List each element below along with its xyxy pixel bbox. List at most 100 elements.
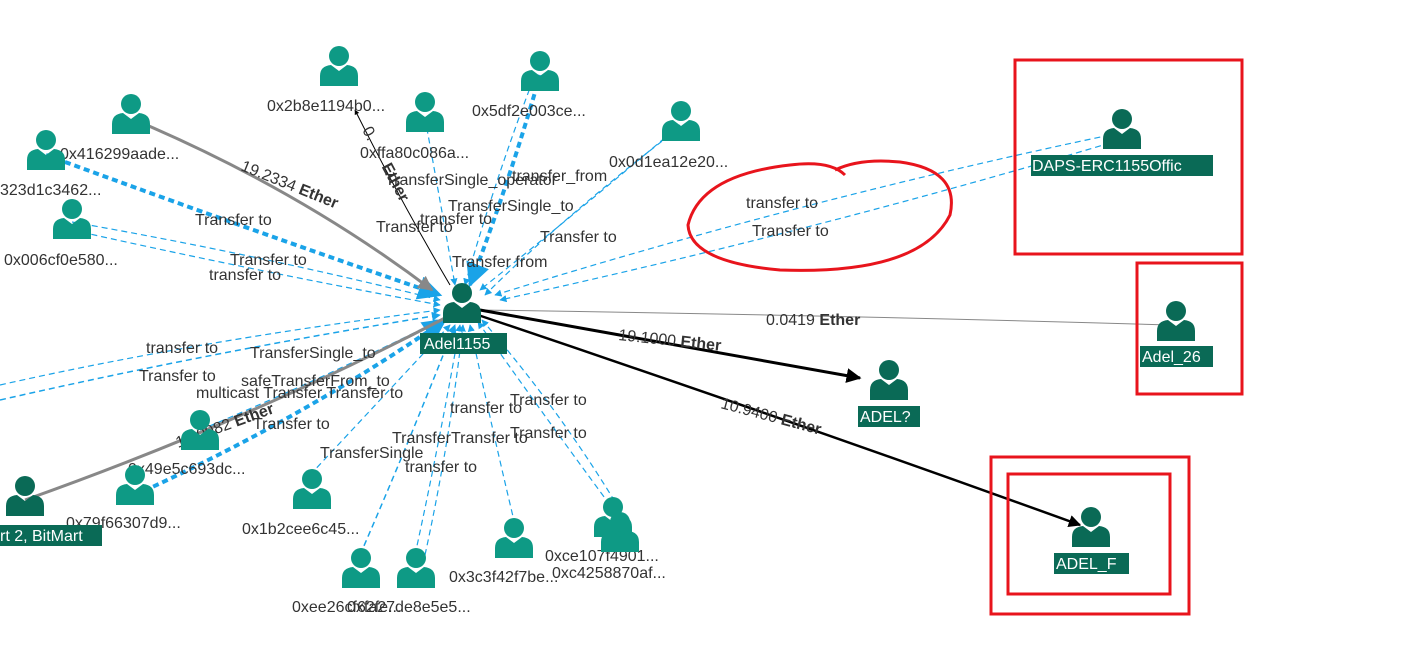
svg-text:ADEL?: ADEL? — [860, 409, 911, 426]
svg-text:0xce107f4901...: 0xce107f4901... — [545, 548, 659, 565]
highlight-box-adelf-outer — [989, 455, 1191, 616]
edge-n14-center — [477, 321, 611, 506]
nodes: 0x416299aade... 323d1c3462... 0x006cf0e5… — [0, 46, 728, 616]
person-icon — [293, 469, 331, 509]
edge-daps-center — [494, 134, 1111, 297]
node-center[interactable]: Adel1155 — [420, 283, 507, 354]
node-n14[interactable]: 0xce107f4901... — [545, 497, 659, 565]
edge-label-e5: transfer to — [209, 267, 281, 284]
edge-center-n4 — [354, 109, 451, 286]
node-daps[interactable]: DAPS-ERC1155Offic — [1031, 109, 1213, 176]
edge-label-e29: Transfer to — [510, 392, 587, 409]
node-adel26[interactable]: Adel_26 — [1140, 301, 1213, 367]
edge-label-e24: Transfer to — [253, 416, 330, 433]
edge-label-e25: TransferSingle — [320, 445, 424, 462]
edge-label-e17: 10.9400 Ether — [719, 395, 823, 438]
person-icon — [53, 199, 91, 239]
person-icon — [443, 283, 481, 323]
person-icon — [1157, 301, 1195, 341]
node-n2[interactable]: 323d1c3462... — [0, 130, 101, 199]
svg-text:0xfa27de8e5e5...: 0xfa27de8e5e5... — [347, 599, 471, 616]
edge-label-e22: multicast Transfer Transfer to — [196, 385, 403, 402]
edge-label-e2: 0.Ether — [358, 124, 412, 205]
svg-text:0x0d1ea12e20...: 0x0d1ea12e20... — [609, 154, 728, 171]
edge-n1-ether — [134, 118, 434, 292]
edge-label-e9: transfer to — [420, 211, 492, 228]
highlight-box-daps — [1013, 58, 1244, 256]
node-n5[interactable]: 0xffa80c086a... — [360, 92, 469, 162]
edge-n3-center-b — [71, 229, 441, 308]
edge-n3-center — [71, 221, 441, 302]
highlight-ellipse — [686, 159, 953, 272]
edge-label-e13: transfer to — [746, 195, 818, 212]
svg-text:0x49e5c693dc...: 0x49e5c693dc... — [128, 461, 245, 478]
edges-ether — [24, 109, 1171, 528]
edge-label-e10: Transfer to — [376, 219, 453, 236]
center-label: Adel1155 — [424, 336, 491, 353]
edge-label-e21: safeTransferFrom_to — [241, 373, 390, 390]
svg-text:ADEL_F: ADEL_F — [1056, 556, 1117, 573]
node-n8[interactable]: 0x49e5c693dc... — [128, 410, 245, 478]
svg-text:0x5df2e003ce...: 0x5df2e003ce... — [472, 103, 586, 120]
person-icon — [342, 548, 380, 588]
person-icon — [870, 360, 908, 400]
edge-label-e7: transfer_from — [512, 168, 607, 185]
person-icon — [397, 548, 435, 588]
svg-text:Adel_26: Adel_26 — [1142, 349, 1201, 366]
svg-text:0x006cf0e580...: 0x006cf0e580... — [4, 252, 118, 269]
node-n6[interactable]: 0x5df2e003ce... — [472, 51, 586, 120]
red-highlights — [686, 58, 1244, 616]
node-n15[interactable]: 0xc4258870af... — [552, 512, 666, 582]
edge-n7-center-b — [484, 134, 671, 296]
svg-text:0x2b8e1194b0...: 0x2b8e1194b0... — [267, 98, 385, 115]
edge-label-e28: transfer to — [405, 459, 477, 476]
person-icon — [495, 518, 533, 558]
svg-text:0xee26cf62fe...: 0xee26cf62fe... — [292, 599, 401, 616]
person-icon — [112, 94, 150, 134]
edge-label-e26: TransferTransfer to — [392, 430, 528, 447]
person-icon — [320, 46, 358, 86]
edge-center-adel26 — [479, 309, 1171, 326]
edge-center-adelq — [479, 308, 862, 383]
svg-text:0x3c3f42f7be...: 0x3c3f42f7be... — [449, 569, 558, 586]
edge-n1-center — [45, 153, 443, 300]
edge-label-e12: Transfer to — [540, 229, 617, 246]
edge-bitmart-center — [24, 316, 446, 502]
node-n3[interactable]: 0x006cf0e580... — [4, 199, 118, 269]
node-n12[interactable]: 0xfa27de8e5e5... — [347, 548, 471, 616]
node-n13[interactable]: 0x3c3f42f7be... — [449, 518, 558, 586]
node-n10[interactable]: 0x1b2cee6c45... — [242, 469, 359, 538]
svg-text:rt 2, BitMart: rt 2, BitMart — [0, 528, 83, 545]
svg-text:0x416299aade...: 0x416299aade... — [60, 146, 179, 163]
edge-n6-center — [466, 74, 542, 288]
node-n1[interactable]: 0x416299aade... — [60, 94, 179, 163]
highlight-box-adel26 — [1135, 261, 1244, 396]
person-icon — [662, 101, 700, 141]
edge-label-e18: transfer to — [146, 340, 218, 357]
edge-left-center — [0, 311, 441, 401]
node-bitmart[interactable]: rt 2, BitMart — [0, 476, 102, 546]
edge-n5-center — [424, 117, 458, 286]
node-n11[interactable]: 0xee26cf62fe... — [292, 548, 401, 616]
highlight-box-adelf-inner — [1006, 472, 1172, 596]
edge-label-e16: 19.1000 Ether — [618, 327, 722, 355]
person-icon — [1103, 109, 1141, 149]
edge-label-e11: Transfer from — [452, 254, 547, 271]
svg-text:0x1b2cee6c45...: 0x1b2cee6c45... — [242, 521, 359, 538]
edge-label-e19: Transfer to — [139, 368, 216, 385]
tagged-nodes: Adel1155 rt 2, BitMart DAPS-ERC1155Offic… — [0, 109, 1213, 574]
node-n7[interactable]: 0x0d1ea12e20... — [609, 101, 728, 171]
person-icon — [1072, 507, 1110, 547]
edge-n13-center — [467, 324, 516, 526]
edge-label-e3: Transfer to — [195, 212, 272, 229]
edge-label-e4: Transfer to — [230, 252, 307, 269]
edge-label-e20: TransferSingle_to — [250, 345, 376, 362]
edge-label-e27: transfer to — [450, 400, 522, 417]
node-adelf[interactable]: ADEL_F — [1054, 507, 1129, 574]
edge-n7-center — [479, 124, 681, 291]
edge-left-center-b — [0, 307, 441, 386]
node-adelq[interactable]: ADEL? — [858, 360, 920, 427]
svg-text:0xc4258870af...: 0xc4258870af... — [552, 565, 666, 582]
node-n4[interactable]: 0x2b8e1194b0... — [267, 46, 385, 115]
